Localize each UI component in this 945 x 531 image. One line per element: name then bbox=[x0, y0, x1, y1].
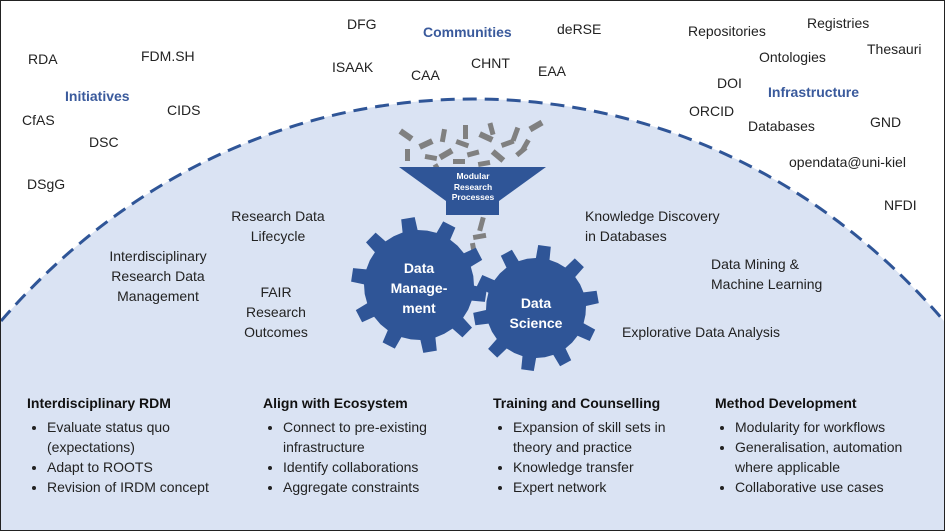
column-align-ecosystem: Align with Ecosystem Connect to pre-exis… bbox=[263, 395, 468, 497]
column-method-development: Method Development Modularity for workfl… bbox=[715, 395, 940, 497]
infra-orcid: ORCID bbox=[689, 103, 735, 119]
column-title: Training and Counselling bbox=[493, 395, 661, 411]
column-bullet: Expansion of skill sets in theory and pr… bbox=[513, 417, 698, 457]
dome-area bbox=[1, 99, 944, 530]
topic-knowledge-discovery: Knowledge Discovery in Databases bbox=[585, 208, 720, 244]
funnel bbox=[399, 167, 546, 215]
infra-doi: DOI bbox=[717, 75, 742, 91]
column-training-counselling: Training and Counselling Expansion of sk… bbox=[493, 395, 698, 497]
column-bullet: Adapt to ROOTS bbox=[47, 457, 242, 477]
initiative-cids: CIDS bbox=[167, 102, 201, 118]
column-bullet: Revision of IRDM concept bbox=[47, 477, 242, 497]
community-isaak: ISAAK bbox=[332, 59, 374, 75]
gear-label-data-science: Data Science bbox=[509, 295, 563, 331]
initiatives-heading: Initiatives bbox=[65, 88, 130, 104]
infra-databases: Databases bbox=[748, 118, 815, 134]
topic-research-data-lifecycle: Research Data Lifecycle bbox=[231, 208, 325, 244]
gear-label-data-management: Data Manage- ment bbox=[390, 260, 448, 316]
column-interdisciplinary-rdm: Interdisciplinary RDM Evaluate status qu… bbox=[27, 395, 242, 497]
column-bullet: Collaborative use cases bbox=[735, 477, 940, 497]
topic-data-mining: Data Mining & Machine Learning bbox=[711, 256, 823, 292]
initiative-rda: RDA bbox=[28, 51, 58, 67]
gear-data-science bbox=[473, 245, 599, 371]
column-bullet: Modularity for workflows bbox=[735, 417, 940, 437]
initiative-dsgg: DSgG bbox=[27, 176, 66, 192]
community-caa: CAA bbox=[411, 67, 440, 83]
funnel-label: Modular Research Processes bbox=[451, 171, 495, 202]
topic-fair-outcomes: FAIR Research Outcomes bbox=[244, 284, 308, 340]
infra-opendata: opendata@uni-kiel bbox=[789, 154, 906, 170]
infra-gnd: GND bbox=[870, 114, 902, 130]
dome-dashed-border bbox=[1, 97, 944, 322]
community-derse: deRSE bbox=[557, 21, 602, 37]
initiative-cfas: CfAS bbox=[22, 112, 55, 128]
research-blocks bbox=[398, 119, 544, 175]
gears-layer bbox=[351, 217, 599, 371]
topic-interdisciplinary-rdm: Interdisciplinary Research Data Manageme… bbox=[109, 248, 207, 304]
infra-thesauri: Thesauri bbox=[867, 41, 922, 57]
column-bullet: Evaluate status quo (expectations) bbox=[47, 417, 242, 457]
initiative-fdm-sh: FDM.SH bbox=[141, 48, 195, 64]
infra-registries: Registries bbox=[807, 15, 870, 31]
community-chnt: CHNT bbox=[471, 55, 510, 71]
column-bullet: Knowledge transfer bbox=[513, 457, 698, 477]
infra-repositories: Repositories bbox=[688, 23, 766, 39]
community-dfg: DFG bbox=[347, 16, 377, 32]
infrastructure-heading: Infrastructure bbox=[768, 84, 860, 100]
community-eaa: EAA bbox=[538, 63, 567, 79]
gear-data-management bbox=[351, 217, 487, 353]
column-bullet: Connect to pre-existing infrastructure bbox=[283, 417, 468, 457]
column-title: Method Development bbox=[715, 395, 857, 411]
column-title: Interdisciplinary RDM bbox=[27, 395, 171, 411]
column-bullet: Generalisation, automation where applica… bbox=[735, 437, 940, 477]
infra-ontologies: Ontologies bbox=[759, 49, 826, 65]
column-title: Align with Ecosystem bbox=[263, 395, 408, 411]
initiative-dsc: DSC bbox=[89, 134, 119, 150]
infra-nfdi: NFDI bbox=[884, 197, 917, 213]
column-bullet: Aggregate constraints bbox=[283, 477, 468, 497]
column-bullet: Expert network bbox=[513, 477, 698, 497]
topic-explorative-analysis: Explorative Data Analysis bbox=[622, 324, 780, 340]
communities-heading: Communities bbox=[423, 24, 512, 40]
column-bullet: Identify collaborations bbox=[283, 457, 468, 477]
